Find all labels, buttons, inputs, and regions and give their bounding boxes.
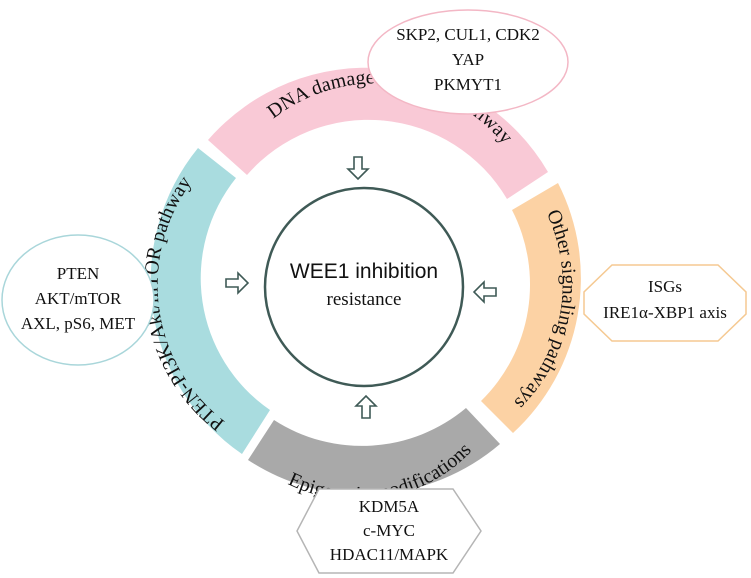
bubble-pten-line-1: PTEN	[57, 264, 100, 283]
center-circle	[263, 186, 465, 388]
bubble-pten-line-2: AKT/mTOR	[35, 289, 122, 308]
center-subtitle: resistance	[327, 289, 402, 310]
segment-pten-pi3k	[150, 148, 270, 454]
bubble-dna-line-2: YAP	[452, 50, 484, 69]
bubble-epi-line-1: KDM5A	[359, 497, 420, 516]
bubble-dna-damage	[367, 9, 569, 115]
bubble-other-line-1: ISGs	[648, 277, 682, 296]
bubble-dna-line-1: SKP2, CUL1, CDK2	[396, 25, 540, 44]
segment-epigenetic	[248, 408, 500, 495]
arrow-left-icon	[472, 280, 497, 304]
segment-other-signaling	[481, 183, 581, 433]
bubble-dna-line-3: PKMYT1	[434, 75, 502, 94]
bubble-epi-line-2: c-MYC	[363, 521, 415, 540]
bubble-epi-line-3: HDAC11/MAPK	[330, 545, 449, 564]
bubble-pten-line-3: AXL, pS6, MET	[21, 314, 136, 333]
arrow-up-icon	[354, 394, 378, 419]
center-title: WEE1 inhibition	[290, 260, 438, 283]
bubble-epigenetic	[296, 488, 482, 574]
arrow-down-icon	[346, 156, 370, 181]
bubble-pten	[1, 234, 155, 366]
arrow-right-icon	[225, 271, 250, 295]
bubble-other-signaling	[583, 264, 747, 342]
bubble-other-line-2: IRE1α-XBP1 axis	[603, 303, 727, 322]
